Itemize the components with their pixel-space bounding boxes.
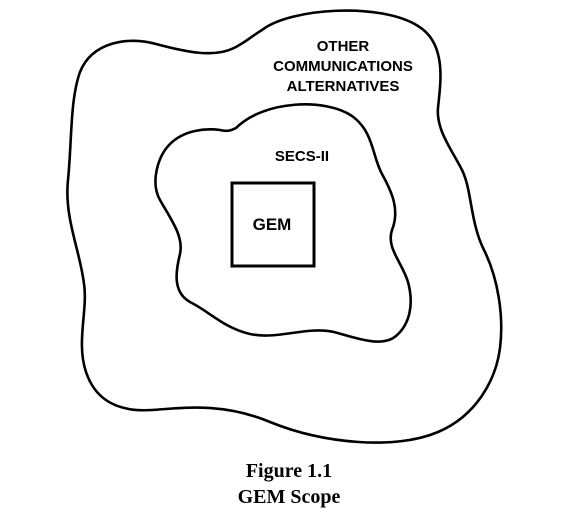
gem-label: GEM xyxy=(253,215,292,234)
outer-region-boundary xyxy=(66,9,503,444)
outer-region-label-line-2: COMMUNICATIONS xyxy=(273,58,413,75)
middle-region-boundary xyxy=(154,103,412,343)
gem-box xyxy=(230,181,316,268)
figure-title: GEM Scope xyxy=(237,486,341,508)
gem-scope-diagram: OTHER COMMUNICATIONS ALTERNATIVES SECS-I… xyxy=(66,9,503,444)
outer-region-label-line-3: ALTERNATIVES xyxy=(287,78,400,95)
middle-region-label: SECS-II xyxy=(275,148,329,165)
outer-region-label-line-1: OTHER xyxy=(317,38,370,55)
figure-number: Figure 1.1 xyxy=(245,460,333,482)
